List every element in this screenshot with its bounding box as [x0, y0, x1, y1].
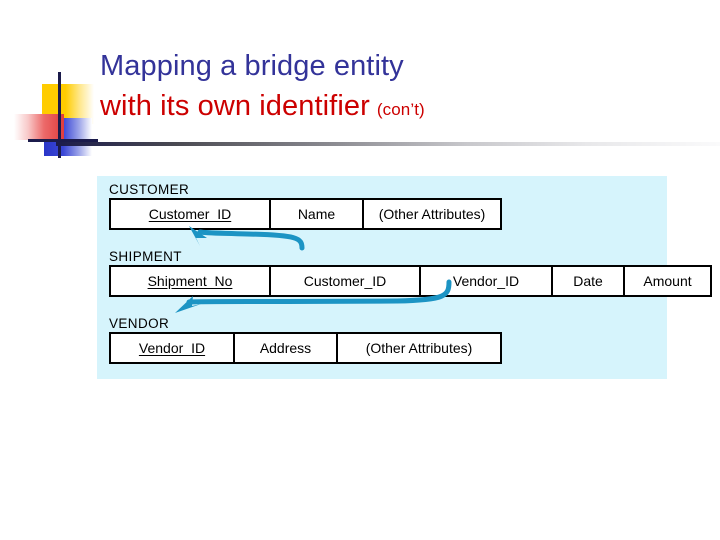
column-label: Customer_ID [148, 206, 232, 222]
column-shipment-amount: Amount [625, 267, 710, 295]
column-shipment-customer-id: Customer_ID [271, 267, 421, 295]
column-label: Customer_ID [303, 273, 387, 289]
slide-title: Mapping a bridge entity with its own ide… [100, 46, 700, 130]
column-label: Date [573, 273, 603, 289]
column-label: Name [297, 206, 336, 222]
title-divider-rule [56, 142, 720, 146]
slide-logo [14, 72, 98, 158]
logo-vertical-line [58, 72, 61, 158]
relation-customer: CUSTOMER Customer_ID Name (Other Attribu… [109, 182, 502, 230]
relation-name-shipment: SHIPMENT [109, 249, 182, 264]
column-vendor-address: Address [235, 334, 338, 362]
column-shipment-date: Date [553, 267, 625, 295]
column-vendor-vendor-id: Vendor_ID [111, 334, 235, 362]
title-line-2-text: with its own identifier [100, 90, 370, 122]
relation-shipment: SHIPMENT Shipment_No Customer_ID Vendor_… [109, 249, 712, 297]
column-vendor-other-attributes: (Other Attributes) [338, 334, 500, 362]
relation-name-vendor: VENDOR [109, 316, 170, 331]
column-shipment-shipment-no: Shipment_No [111, 267, 271, 295]
logo-horizontal-line [28, 139, 98, 142]
title-line-1: Mapping a bridge entity [100, 50, 404, 82]
title-continued-label: (con’t) [376, 100, 425, 119]
column-customer-other-attributes: (Other Attributes) [364, 200, 500, 228]
relation-table-vendor: Vendor_ID Address (Other Attributes) [109, 332, 502, 364]
column-label: Address [259, 340, 312, 356]
column-label: Vendor_ID [138, 340, 206, 356]
column-label: (Other Attributes) [378, 206, 486, 222]
relation-vendor: VENDOR Vendor_ID Address (Other Attribut… [109, 316, 502, 364]
column-label: Vendor_ID [452, 273, 520, 289]
schema-diagram-panel: CUSTOMER Customer_ID Name (Other Attribu… [97, 176, 712, 379]
column-customer-name: Name [271, 200, 364, 228]
relation-table-shipment: Shipment_No Customer_ID Vendor_ID Date A… [109, 265, 712, 297]
relation-name-customer: CUSTOMER [109, 182, 190, 197]
logo-red-square [14, 114, 64, 140]
column-label: Shipment_No [147, 273, 233, 289]
column-shipment-vendor-id: Vendor_ID [421, 267, 553, 295]
relation-table-customer: Customer_ID Name (Other Attributes) [109, 198, 502, 230]
column-label: (Other Attributes) [365, 340, 473, 356]
column-label: Amount [643, 273, 692, 289]
column-customer-customer-id: Customer_ID [111, 200, 271, 228]
title-line-2: with its own identifier (con’t) [100, 86, 700, 130]
